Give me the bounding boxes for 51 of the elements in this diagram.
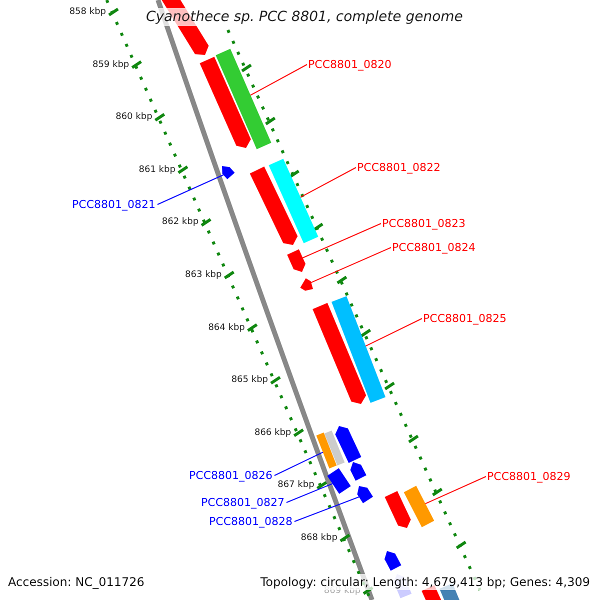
accession-text: Accession: NC_011726 (8, 576, 144, 588)
scale-label: 858 kbp (69, 8, 106, 17)
leader-line (310, 247, 392, 284)
gene-label: PCC8801_0821 (72, 199, 156, 210)
scale-label: 863 kbp (185, 271, 222, 280)
leader-line (300, 167, 356, 198)
gene-label: PCC8801_0828 (209, 516, 292, 527)
gene-block (384, 491, 411, 528)
scale-label: 859 kbp (92, 60, 130, 70)
gene-block (312, 302, 366, 404)
scale-label: 865 kbp (231, 376, 268, 386)
scale-label: 869 kbp (324, 586, 361, 596)
gene-label: PCC8801_0824 (392, 242, 476, 253)
gene-block (250, 166, 298, 245)
gene-block (327, 468, 351, 494)
gene-label: PCC8801_0826 (189, 470, 272, 481)
leader-line (302, 223, 382, 258)
gene-block (350, 462, 366, 481)
scale-label: 868 kbp (300, 534, 338, 543)
leader-line (365, 318, 422, 347)
gene-label: PCC8801_0829 (487, 471, 570, 482)
leader-line (424, 476, 486, 504)
gene-block (335, 426, 362, 463)
gene-label: PCC8801_0823 (382, 218, 466, 229)
scale-label: 860 kbp (116, 113, 152, 122)
gene-block (300, 278, 313, 291)
leader-line (250, 64, 308, 96)
gene-block (384, 551, 402, 571)
leader-line (286, 483, 333, 503)
gene-block (324, 430, 345, 466)
gene-label: PCC8801_0822 (357, 162, 440, 173)
leader-line (274, 452, 324, 476)
gene-block (316, 432, 337, 468)
leader-line (156, 174, 224, 205)
gene-block (268, 158, 318, 244)
leader-line (294, 496, 360, 522)
gene-label: PCC8801_0820 (308, 59, 392, 70)
scale-label: 867 kbp (278, 481, 314, 490)
scale-label: 866 kbp (254, 428, 292, 438)
gene-block (332, 296, 386, 403)
gene-block (222, 166, 235, 180)
gene-block (287, 249, 306, 272)
gene-block (404, 486, 434, 528)
gene-label: PCC8801_0827 (201, 497, 284, 508)
gene-label: PCC8801_0825 (423, 313, 506, 324)
gene-block (216, 48, 272, 150)
gene-block (200, 56, 251, 148)
scale-label: 861 kbp (138, 166, 176, 175)
scale-label: 864 kbp (208, 324, 245, 333)
gene-block (357, 486, 373, 504)
scale-label: 862 kbp (162, 218, 199, 228)
